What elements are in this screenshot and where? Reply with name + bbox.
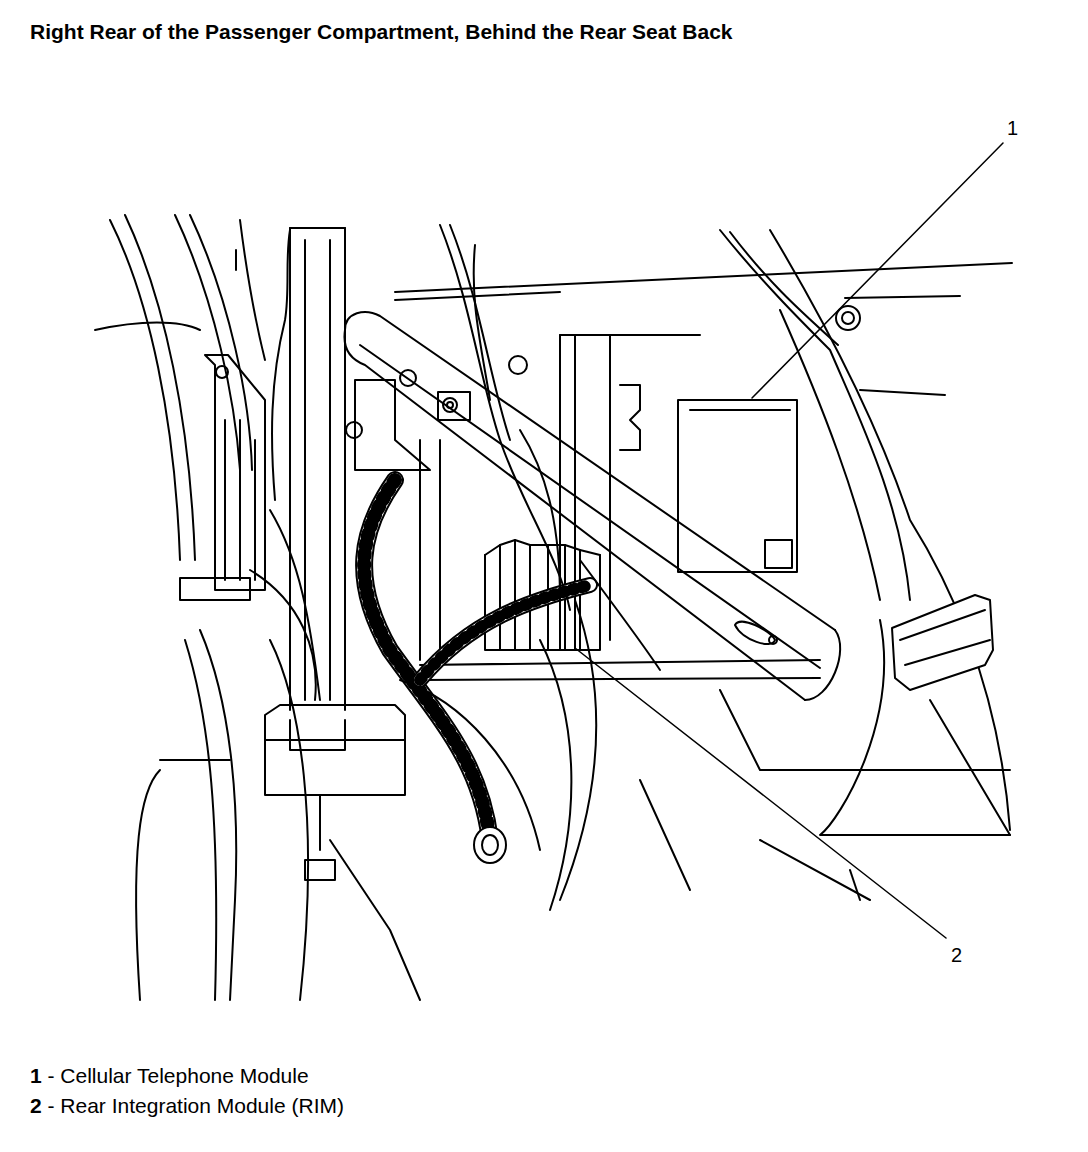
legend-line: 2 - Rear Integration Module (RIM) (30, 1094, 344, 1118)
callout-number: 2 (951, 944, 962, 967)
legend-line: 1 - Cellular Telephone Module (30, 1064, 309, 1088)
callout-number: 1 (1007, 117, 1018, 140)
title: Right Rear of the Passenger Compartment,… (30, 20, 733, 44)
